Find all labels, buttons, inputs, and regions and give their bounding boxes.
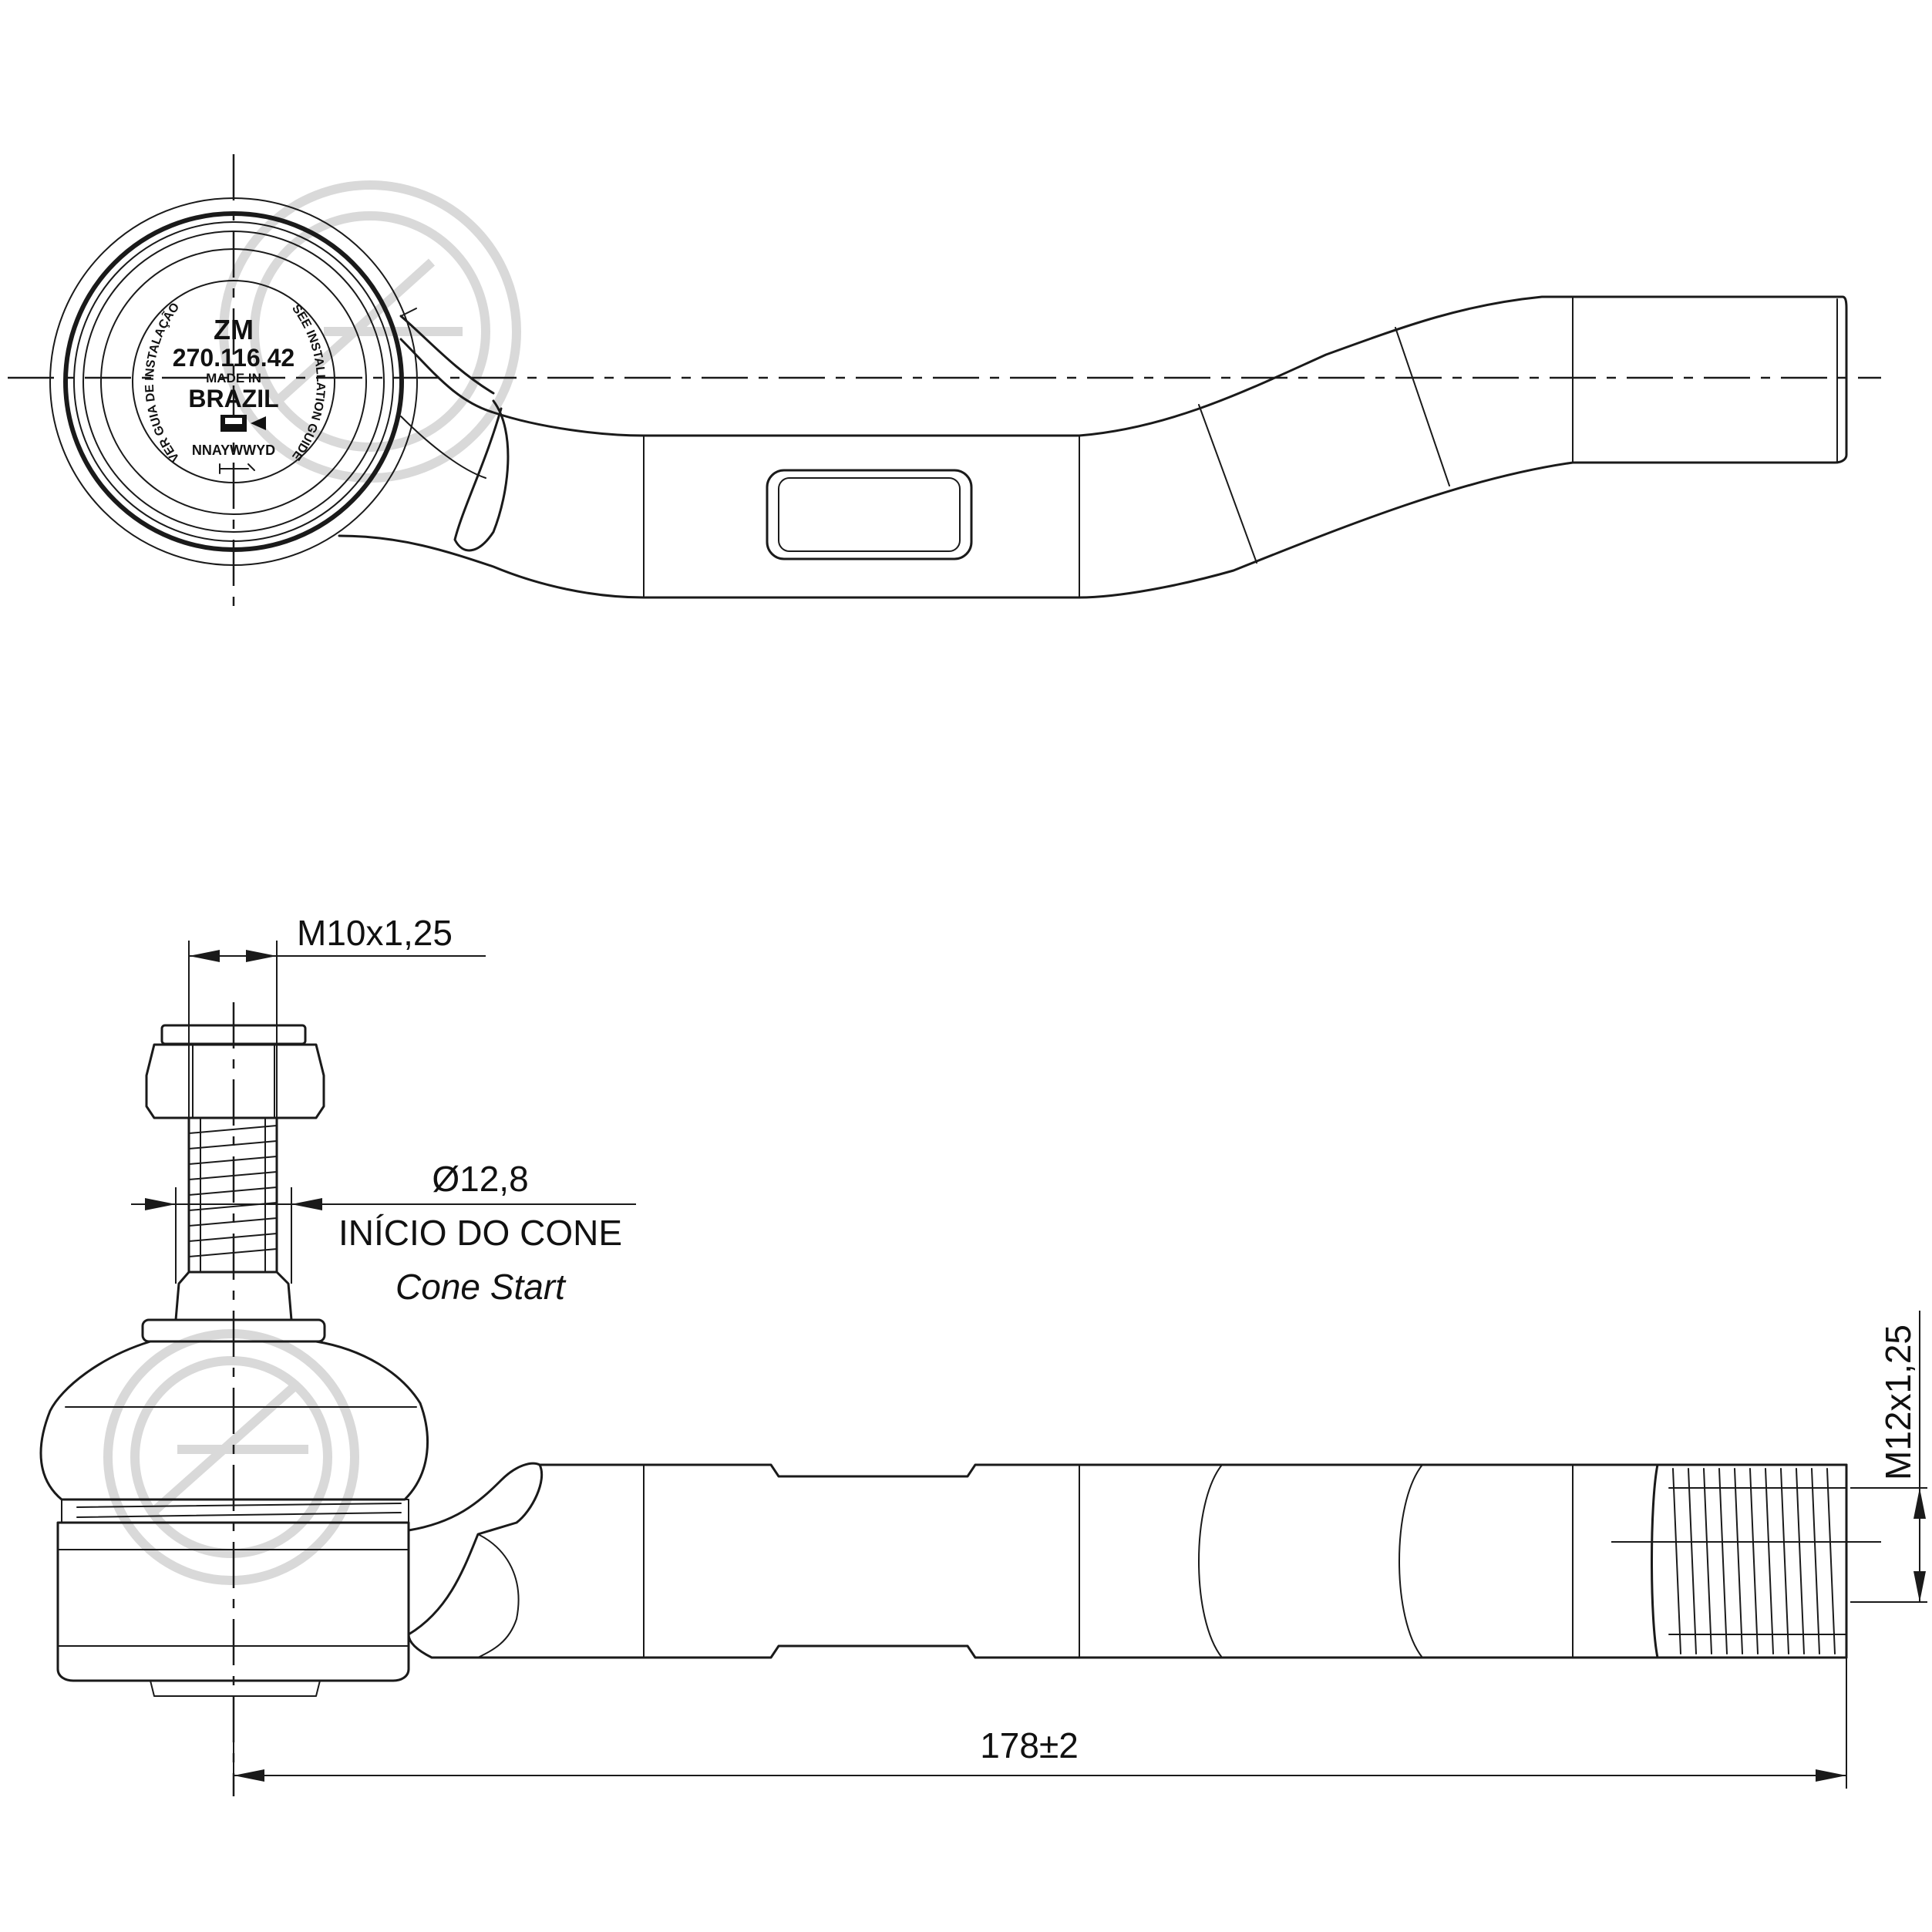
socket-circles: [49, 197, 418, 566]
socket-housing: [56, 1521, 410, 1697]
side-neck: [407, 1462, 544, 1658]
stud-thread: [187, 1116, 278, 1274]
rubber-boot: [39, 1318, 429, 1523]
stamp-country: BRAZIL: [188, 385, 278, 412]
dimension-overall-length: 178±2: [233, 1658, 1847, 1789]
truck-icon: [220, 415, 266, 432]
wrench-flat: [766, 469, 973, 560]
side-view: [39, 1002, 1848, 1796]
side-rod: [407, 1463, 1848, 1659]
stamp-brand: ZM: [214, 314, 254, 345]
stud-thread-label: M10x1,25: [297, 913, 453, 953]
rod-thread: [1651, 1463, 1848, 1659]
stamp-made-in: MADE IN: [206, 371, 261, 385]
top-arm-outline: [338, 295, 1848, 599]
cone-start-label-pt: INÍCIO DO CONE: [338, 1213, 622, 1253]
rod-thread-label: M12x1,25: [1878, 1324, 1918, 1480]
overall-length-label: 178±2: [980, 1725, 1079, 1765]
stamp-part-number: 270.116.42: [173, 344, 295, 372]
hex-nut: [145, 1024, 325, 1119]
top-view: ZM 270.116.42 MADE IN BRAZIL NNAYWWYD VE…: [8, 154, 1881, 609]
stamp-date-code: NNAYWWYD: [192, 443, 275, 458]
watermark-bottom: [103, 1329, 359, 1585]
dimension-cone-diameter: Ø12,8 INÍCIO DO CONE Cone Start: [131, 1159, 636, 1307]
dimension-rod-thread: M12x1,25: [1611, 1311, 1927, 1603]
hammer-icon: [219, 463, 255, 474]
dimension-stud-thread: M10x1,25: [188, 913, 486, 1118]
cone-diameter-label: Ø12,8: [432, 1159, 528, 1199]
cone-start-label-en: Cone Start: [395, 1267, 567, 1307]
watermark-top: [219, 180, 521, 483]
